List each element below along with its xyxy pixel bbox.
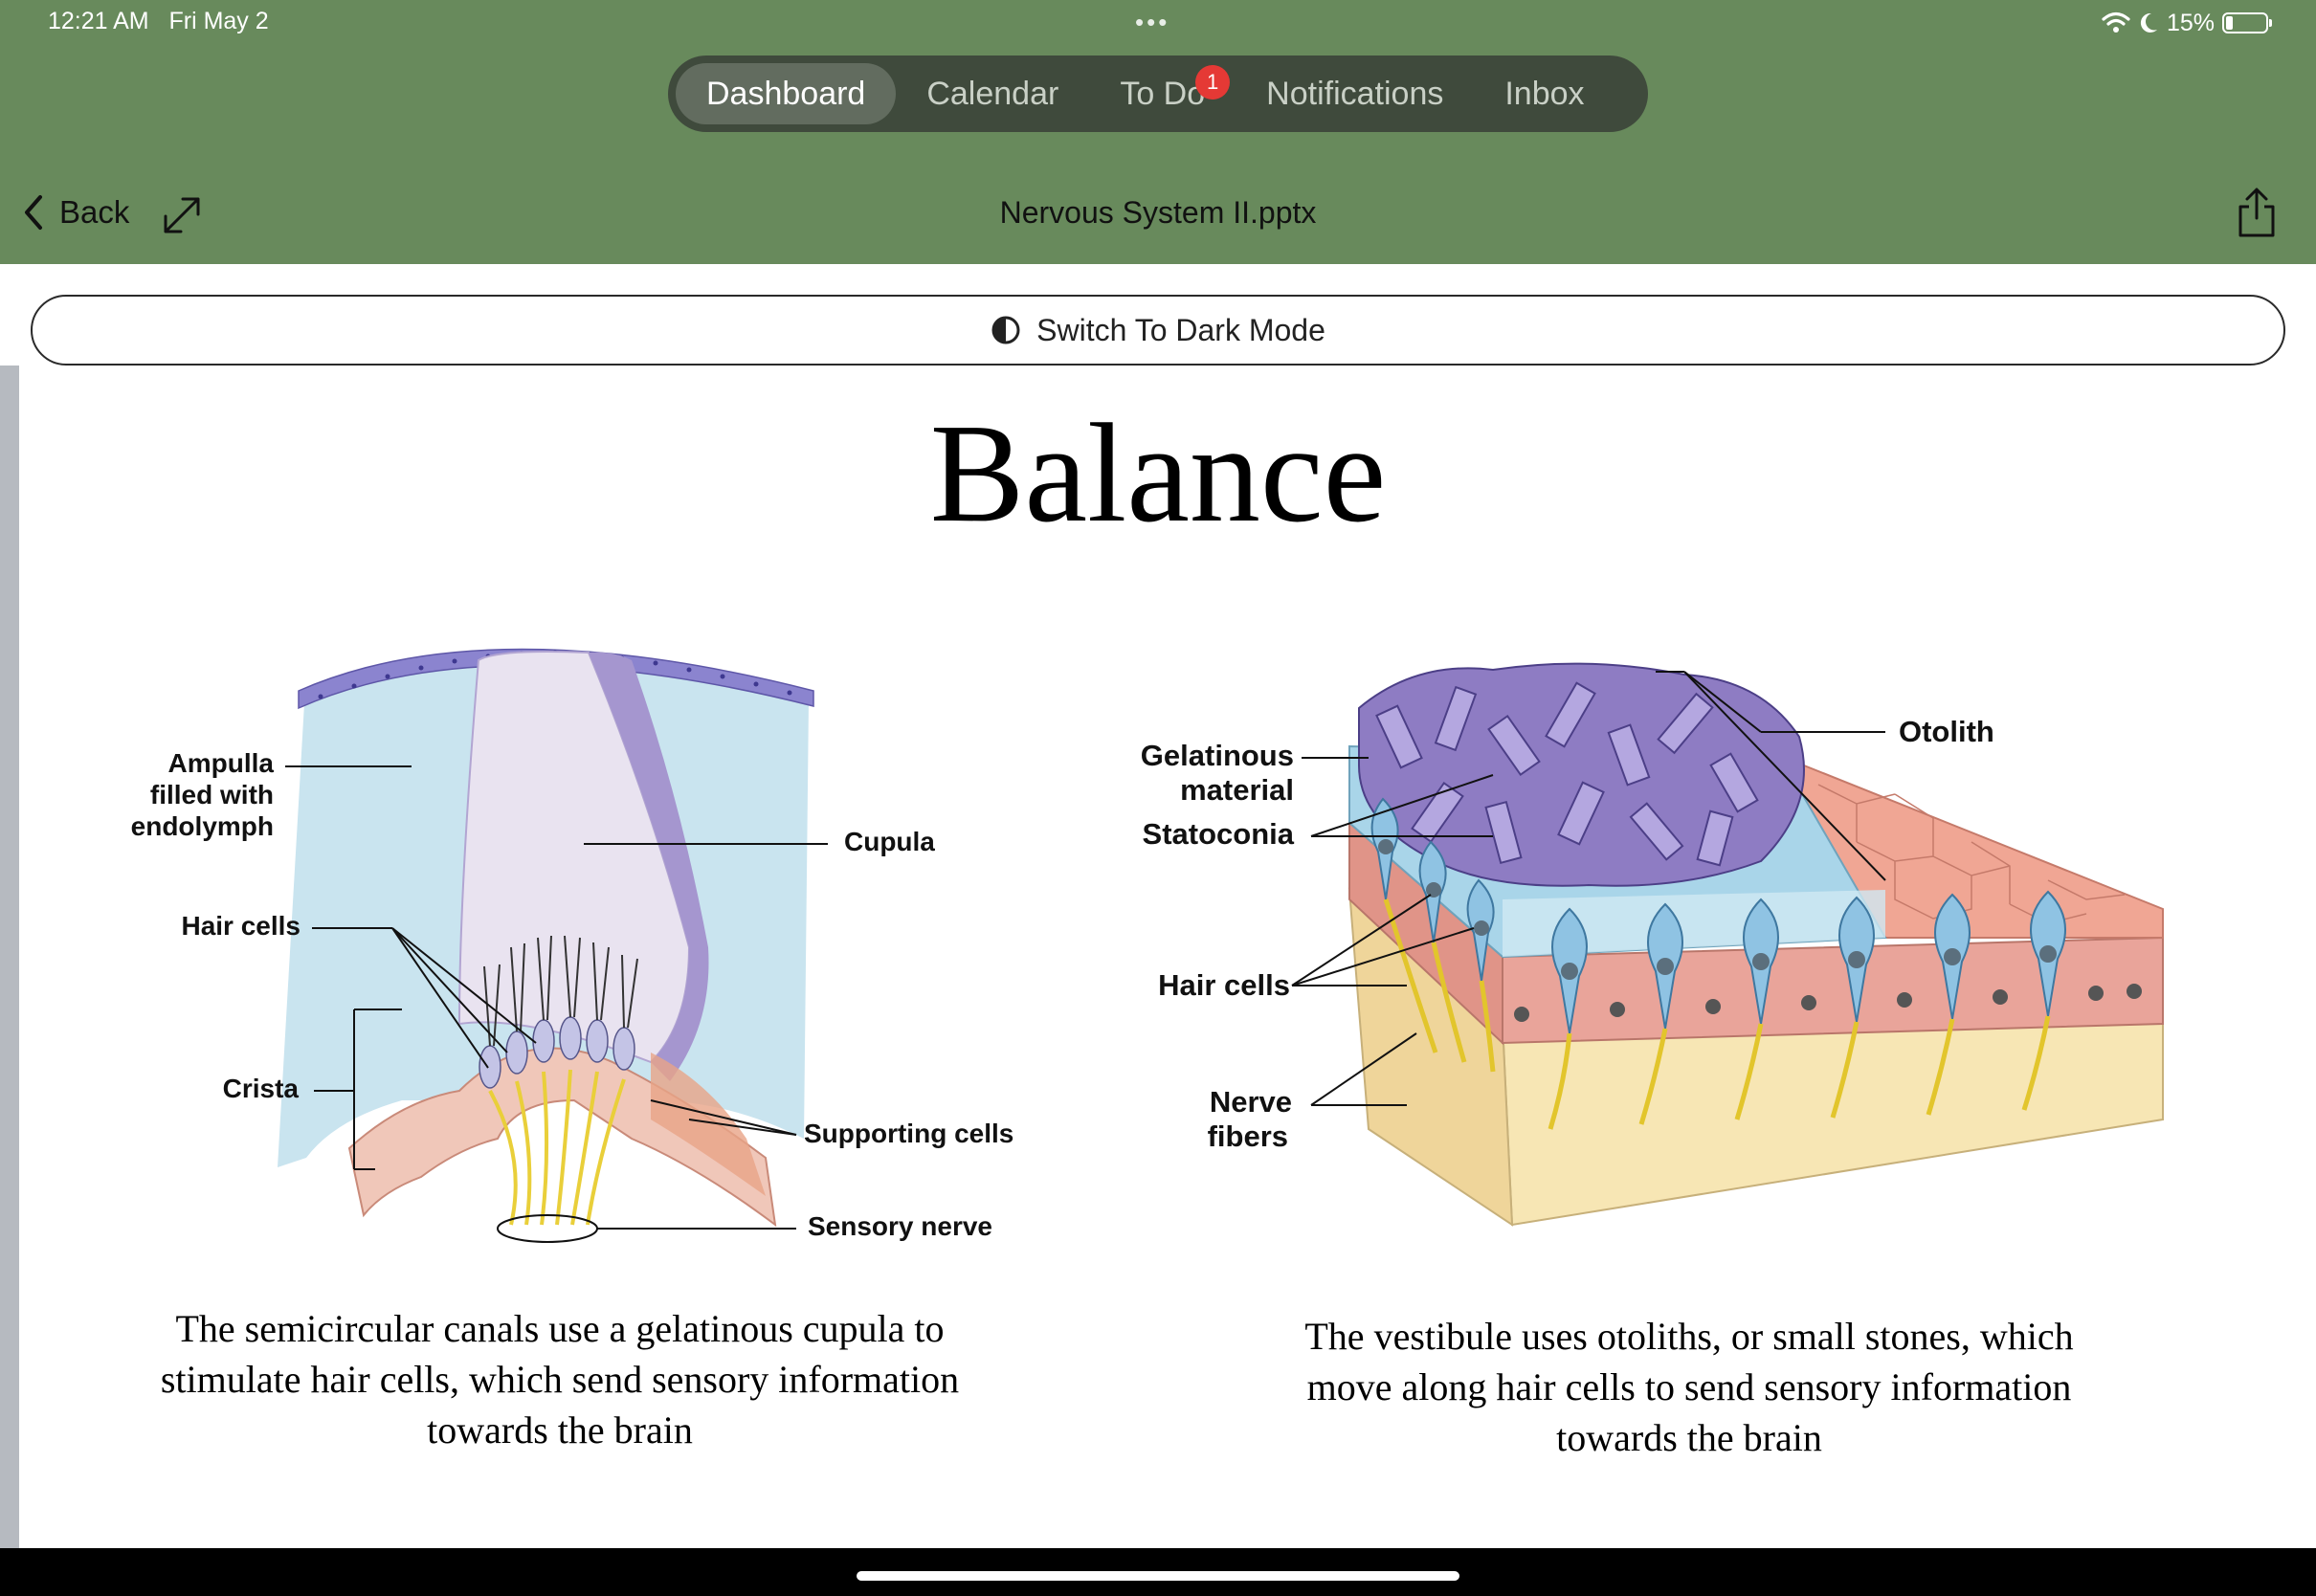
- tab-calendar[interactable]: Calendar: [896, 63, 1089, 124]
- statoconia-crystal-facets: [1375, 681, 1759, 867]
- label-statoconia: Statoconia: [1143, 817, 1295, 851]
- expand-button[interactable]: [158, 191, 206, 244]
- label-hair-cells: Hair cells: [1158, 968, 1290, 1002]
- back-label: Back: [59, 194, 130, 230]
- todo-count-badge: 1: [1195, 65, 1231, 100]
- tab-label: Inbox: [1504, 75, 1585, 112]
- otolith-diagram: Gelatinous material Statoconia Otolith H…: [1141, 662, 2164, 1227]
- right-caption-line: move along hair cells to send sensory in…: [1306, 1365, 2072, 1408]
- document-title: Nervous System II.pptx: [999, 195, 1317, 230]
- label-sensory-nerve: Sensory nerve: [808, 1211, 992, 1241]
- status-time: 12:21 AM Fri May 2: [48, 8, 269, 35]
- crista-epithelium: [347, 1047, 777, 1228]
- cupula: [457, 651, 691, 1064]
- document-toolbar: Back Nervous System II.pptx: [0, 182, 2316, 253]
- moon-icon: [2140, 12, 2157, 33]
- label-gelatinous-line2: material: [1180, 773, 1294, 807]
- canal-epithelium-band: [298, 648, 814, 710]
- nerve-cross-section: [497, 1214, 598, 1243]
- label-nerve-line1: Nerve: [1210, 1085, 1292, 1119]
- right-caption: The vestibule uses otoliths, or small st…: [1196, 1311, 2182, 1463]
- label-ampulla-line1: Ampulla: [168, 748, 275, 778]
- expand-icon: [164, 197, 200, 233]
- battery-icon: [2222, 12, 2272, 33]
- hair-cell-nuclei: [1378, 839, 2057, 980]
- app-header: 12:21 AM Fri May 2 ••• 15% Dashboard Cal…: [0, 0, 2316, 264]
- share-button[interactable]: [2236, 186, 2278, 244]
- status-date-text: Fri May 2: [168, 8, 269, 34]
- label-crista: Crista: [223, 1074, 300, 1103]
- tab-label: Dashboard: [706, 75, 866, 112]
- tab-label: Notifications: [1266, 75, 1444, 112]
- crista-hair-cells: [479, 1016, 635, 1089]
- left-caption-line: The semicircular canals use a gelatinous…: [175, 1307, 945, 1350]
- ampulla-diagram: Ampulla filled with endolymph Hair cells…: [131, 648, 1013, 1243]
- connective-tissue-layer: [1501, 1012, 2164, 1227]
- label-otolith: Otolith: [1899, 715, 1994, 748]
- switch-dark-mode-button[interactable]: Switch To Dark Mode: [31, 295, 2285, 366]
- contrast-icon: [991, 316, 1020, 344]
- label-ampulla-line3: endolymph: [131, 811, 274, 841]
- label-supporting-cells: Supporting cells: [804, 1119, 1013, 1148]
- home-indicator[interactable]: [857, 1571, 1459, 1581]
- status-indicators: 15%: [2102, 8, 2272, 38]
- cupula-edge: [589, 652, 709, 1081]
- share-icon: [2238, 188, 2275, 237]
- status-time-text: 12:21 AM: [48, 8, 149, 34]
- chevron-left-icon: [25, 195, 42, 230]
- left-caption: The semicircular canals use a gelatinous…: [77, 1303, 1043, 1455]
- leader-lines: [285, 765, 828, 1230]
- tab-label: To Do: [1120, 75, 1206, 112]
- leader-lines: [1291, 671, 1886, 1106]
- stereocilia: [483, 935, 638, 1047]
- right-caption-line: towards the brain: [1556, 1416, 1822, 1459]
- gelatinous-front: [1503, 890, 1885, 957]
- vestibular-nerve-fibers: [1383, 898, 2051, 1130]
- tab-notifications[interactable]: Notifications: [1236, 63, 1474, 124]
- back-button[interactable]: Back: [21, 193, 129, 232]
- left-caption-line: stimulate hair cells, which send sensory…: [160, 1358, 960, 1401]
- label-nerve-line2: fibers: [1208, 1119, 1288, 1153]
- multitasking-dots-icon[interactable]: •••: [1135, 8, 1170, 36]
- epithelium-front: [1502, 936, 2164, 1045]
- tab-dashboard[interactable]: Dashboard: [676, 63, 897, 124]
- label-ampulla-line2: filled with: [150, 780, 274, 809]
- right-caption-line: The vestibule uses otoliths, or small st…: [1304, 1315, 2074, 1358]
- tab-inbox[interactable]: Inbox: [1474, 63, 1615, 124]
- supporting-cells-right: [651, 1053, 766, 1196]
- dark-mode-label: Switch To Dark Mode: [1036, 312, 1325, 347]
- tab-label: Calendar: [926, 75, 1059, 112]
- sensory-nerve-fibers: [488, 1069, 626, 1226]
- slide-scroll-indicator: [0, 366, 19, 1548]
- label-gelatinous-line1: Gelatinous: [1141, 739, 1294, 772]
- supporting-cell-nuclei: [1514, 984, 2142, 1022]
- battery-percent: 15%: [2166, 9, 2215, 36]
- label-hair-cells: Hair cells: [181, 911, 301, 941]
- left-caption-line: towards the brain: [427, 1408, 693, 1452]
- label-cupula: Cupula: [844, 827, 935, 856]
- slide-title: Balance: [929, 395, 1387, 552]
- wifi-icon: [2102, 11, 2130, 33]
- battery-level-fill: [2226, 16, 2233, 30]
